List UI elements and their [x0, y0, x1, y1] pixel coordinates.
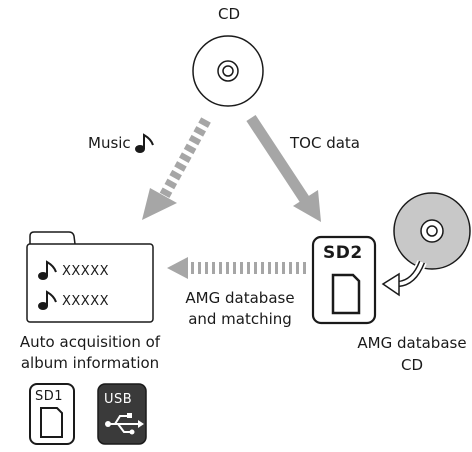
amg-match-label-1: AMG database — [185, 289, 295, 307]
music-note-icon — [38, 260, 57, 280]
amg-cd-disc — [393, 192, 471, 270]
cd-top-disc — [192, 35, 264, 107]
music-note-icon — [38, 290, 57, 310]
usb-card-label: USB — [104, 392, 133, 407]
amg-cd-caption-1: AMG database — [357, 334, 467, 352]
usb-icon — [105, 413, 144, 435]
music-label: Music — [88, 134, 131, 152]
toc-data-label: TOC data — [290, 134, 360, 152]
music-note-icon — [135, 133, 154, 153]
sd1-card-label: SD1 — [35, 389, 64, 404]
amg-cd-caption-2: CD — [400, 356, 424, 374]
sd1-card — [29, 383, 75, 445]
toc-arrow — [246, 114, 321, 222]
usb-card — [97, 383, 147, 445]
cd-top-label: CD — [218, 5, 241, 23]
sd2-card-box — [311, 235, 377, 325]
sd2-card-label: SD2 — [323, 243, 363, 263]
insert-arrow-icon — [381, 260, 427, 297]
amg-match-label-2: and matching — [188, 310, 292, 328]
folder-row-1: xxxxx — [62, 264, 110, 279]
folder-row-2: xxxxx — [62, 294, 110, 309]
folder-caption-1: Auto acquisition of — [19, 333, 161, 351]
amg-match-arrow — [167, 257, 306, 279]
music-arrow — [142, 117, 211, 220]
folder-icon — [26, 231, 154, 323]
folder-caption-2: album information — [20, 354, 160, 372]
